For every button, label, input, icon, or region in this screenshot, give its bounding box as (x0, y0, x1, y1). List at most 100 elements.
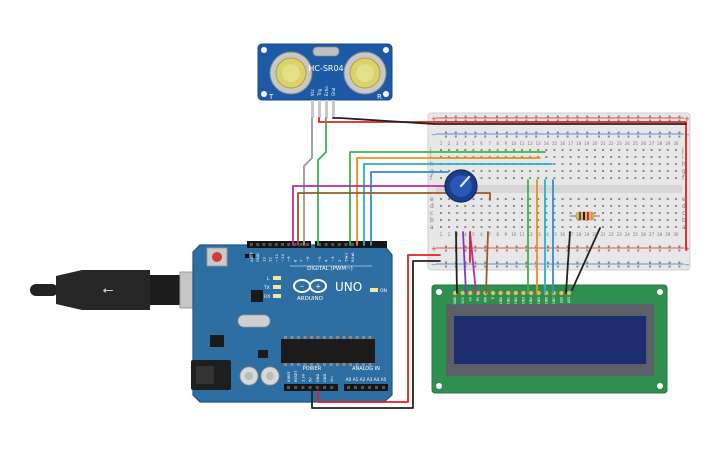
svg-text:L: L (267, 276, 270, 282)
column-number: 21 (600, 232, 606, 237)
column-number: 2 (448, 232, 451, 237)
sensor-model-label: HC-SR04 (308, 64, 343, 73)
digital-label: DIGITAL (PWM~) (307, 266, 353, 272)
ultrasonic-sensor[interactable]: HC-SR04 T R Vcc Trig Echo Gnd (257, 43, 393, 118)
wire-gray-echo (303, 117, 313, 246)
voltage-regulator (210, 335, 224, 347)
sensor-corner-left: T (268, 93, 274, 101)
sensor-corner-right: R (377, 93, 382, 101)
analog-label: ANALOG IN (352, 366, 380, 372)
svg-text:+: + (315, 283, 321, 291)
column-number: 27 (649, 141, 655, 146)
digital-header-holes[interactable] (250, 243, 354, 246)
usb-cable[interactable]: ⭠ (30, 270, 219, 310)
svg-text:+: + (431, 115, 437, 123)
bottom-header-holes[interactable] (287, 386, 385, 389)
column-number: 9 (505, 232, 508, 237)
sensor-pin-label: Echo (324, 86, 329, 96)
svg-text:h: h (682, 161, 686, 168)
column-number: 9 (505, 141, 508, 146)
column-number: 5 (472, 232, 475, 237)
column-number: 6 (480, 141, 483, 146)
column-number: 29 (665, 141, 671, 146)
status-leds: L TX RX (263, 276, 281, 300)
lcd-pin-label: VCC (461, 296, 465, 303)
sensor-pins[interactable] (311, 100, 335, 118)
wire-blue-d2 (370, 171, 449, 246)
column-number: 3 (456, 232, 459, 237)
analog-pin-label: A0 (346, 377, 352, 382)
column-number: 28 (657, 232, 663, 237)
wire-orange-d4 (356, 157, 541, 246)
svg-text:j: j (429, 147, 432, 154)
wire-teal-d3 (363, 163, 553, 246)
analog-header[interactable] (344, 384, 388, 391)
capacitors (239, 366, 280, 386)
row-letters-bottom: e d c b a e d c b a (430, 196, 686, 231)
svg-text:g: g (682, 168, 686, 175)
svg-text:c: c (430, 210, 433, 217)
column-number: 16 (560, 141, 566, 146)
receiver-transducer (343, 51, 387, 95)
svg-text:RX: RX (264, 294, 270, 300)
column-number: 30 (673, 232, 679, 237)
column-number: 14 (544, 232, 550, 237)
lcd-pin-label: V0 (468, 297, 472, 301)
breadboard-holes[interactable] (440, 115, 681, 268)
sensor-pin-label: Vcc (310, 89, 315, 96)
column-number: 10 (511, 232, 517, 237)
potentiometer[interactable] (444, 169, 478, 203)
column-number: 15 (552, 232, 558, 237)
svg-text:a: a (682, 224, 686, 231)
svg-text:+: + (431, 245, 437, 253)
analog-pin-label: A5 (381, 377, 387, 382)
column-number: 16 (560, 232, 566, 237)
reset-button-cap[interactable] (212, 252, 222, 262)
column-number: 12 (528, 141, 534, 146)
lcd-pin-label: RW (484, 296, 488, 302)
column-number: 18 (576, 141, 582, 146)
icsp-header (245, 254, 255, 258)
crystal-oscillator (237, 314, 271, 328)
column-number: 30 (673, 141, 679, 146)
svg-text:a: a (430, 224, 434, 231)
wires[interactable] (292, 117, 687, 409)
digital-pin-label: 13 (261, 257, 266, 262)
digital-header-left[interactable] (247, 241, 311, 248)
column-number: 7 (488, 232, 491, 237)
lcd-pin-label: RS (476, 297, 480, 301)
resistor[interactable] (570, 211, 600, 221)
arduino-brand: ARDUINO (297, 296, 324, 302)
column-number: 17 (568, 141, 574, 146)
lcd-pin-label: LED (560, 296, 564, 303)
potentiometer-knob[interactable] (459, 175, 471, 188)
column-number: 22 (609, 141, 615, 146)
lcd-pin-pads[interactable] (452, 290, 572, 296)
column-number: 25 (633, 141, 639, 146)
column-number: 4 (464, 232, 467, 237)
lcd-pin-label: LED (567, 296, 571, 303)
arduino-logo-icon: − + (293, 279, 327, 293)
analog-pin-label: A3 (367, 377, 373, 382)
column-number: 29 (665, 232, 671, 237)
wire-green-d5 (349, 151, 546, 246)
svg-text:−: − (684, 261, 690, 269)
sensor-pin-label: Gnd (331, 87, 336, 96)
svg-text:i: i (682, 154, 684, 161)
mount-hole (261, 91, 267, 97)
column-number: 5 (472, 141, 475, 146)
power-pin-label: GND (316, 374, 320, 382)
analog-pin-label: A1 (353, 377, 359, 382)
lcd-pin-label: DB4 (529, 297, 533, 304)
atmega-chip (281, 336, 375, 366)
power-led-label: ON (380, 288, 387, 294)
column-number: 19 (584, 141, 590, 146)
power-rail-bottom: + − + − (431, 245, 690, 269)
mount-hole (261, 47, 267, 53)
column-number: 1 (440, 141, 443, 146)
column-number: 11 (519, 141, 525, 146)
